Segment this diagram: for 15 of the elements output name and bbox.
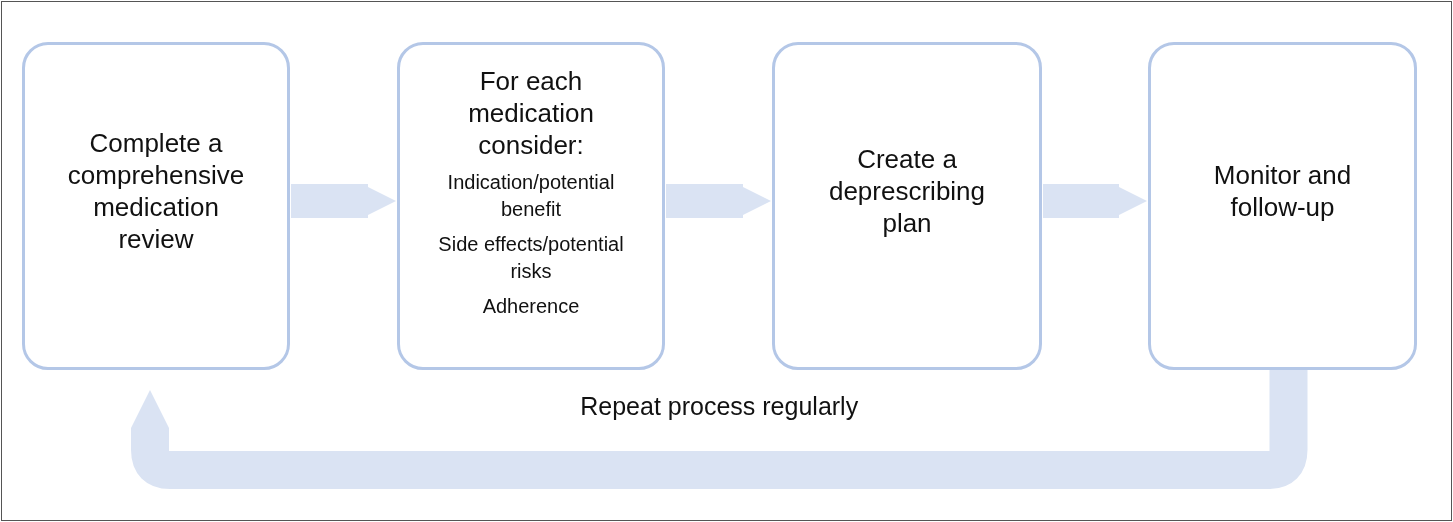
process-box <box>22 42 290 370</box>
block-arrow <box>1043 184 1147 218</box>
return-arrow <box>131 370 1308 489</box>
step-title: Monitor and follow-up <box>1212 159 1353 223</box>
block-arrow <box>666 184 771 218</box>
step-title: For each medication consider: <box>467 65 595 161</box>
step-item: Side effects/potential risks <box>437 232 625 284</box>
process-box <box>1148 42 1417 370</box>
step-item: Adherence <box>482 294 580 319</box>
process-box <box>772 42 1042 370</box>
step-item: Indication/potential benefit <box>446 170 616 222</box>
step-title: Complete a comprehensive medication review <box>66 127 246 255</box>
step-title: Create a deprescribing plan <box>827 143 987 239</box>
block-arrow <box>291 184 396 218</box>
process-box <box>397 42 665 370</box>
